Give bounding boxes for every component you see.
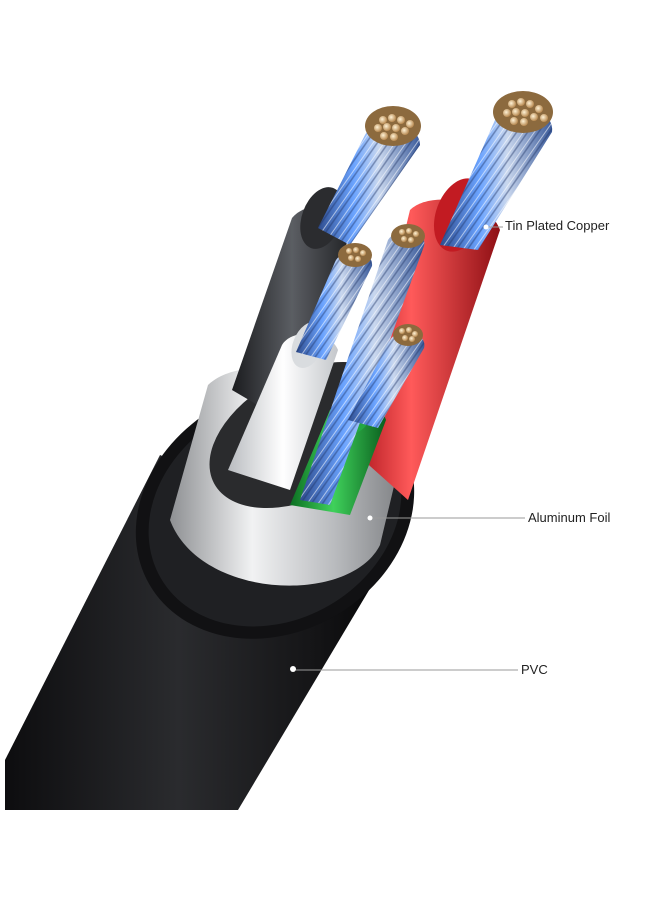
copper-end-face-green bbox=[393, 324, 423, 346]
copper-end-face-red bbox=[493, 91, 553, 133]
leader-tin-plated-copper bbox=[483, 224, 503, 230]
strand-red-conductor bbox=[440, 106, 553, 251]
label-tin-plated-copper: Tin Plated Copper bbox=[505, 218, 610, 233]
strand-green-conductor bbox=[348, 332, 425, 428]
leader-pvc bbox=[290, 666, 518, 672]
label-aluminum-foil: Aluminum Foil bbox=[528, 510, 611, 525]
strand-middle-conductor bbox=[300, 231, 425, 505]
strand-black-conductor bbox=[318, 123, 420, 245]
copper-end-face-middle bbox=[391, 224, 425, 248]
copper-end-face-white bbox=[338, 243, 372, 267]
label-pvc: PVC bbox=[521, 662, 548, 677]
strand-white-conductor bbox=[296, 251, 373, 360]
leader-aluminum-foil bbox=[367, 515, 525, 521]
copper-end-face-black bbox=[365, 106, 421, 146]
